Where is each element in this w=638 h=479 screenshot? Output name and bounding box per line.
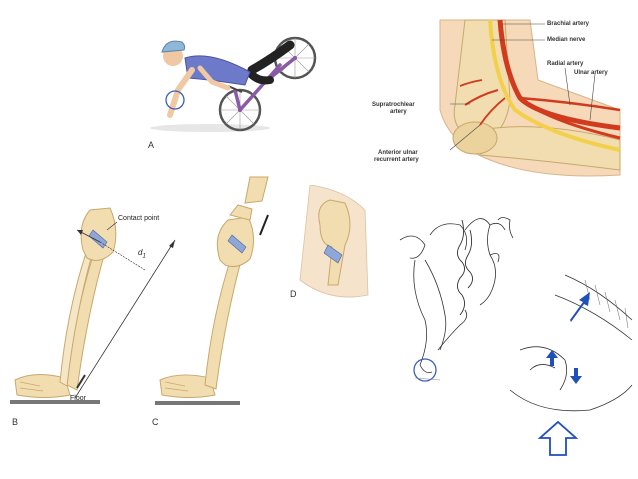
label-anterior-ulnar-1: Anterior ulnar	[378, 150, 418, 156]
distance-label: d1	[138, 248, 146, 260]
label-median-nerve: Median nerve	[547, 37, 586, 43]
distance-symbol: d	[138, 248, 143, 257]
label-anterior-ulnar-2: recurrent artery	[374, 157, 419, 163]
label-radial-artery: Radial artery	[547, 61, 584, 67]
floor-label: Floor	[70, 395, 86, 402]
elbow-artery-illustration	[439, 19, 621, 177]
contact-point-label: Contact point	[118, 215, 160, 222]
panel-c-fracture	[150, 175, 280, 420]
panel-b-letter: B	[12, 417, 19, 427]
label-brachial-artery: Brachial artery	[547, 21, 590, 27]
panel-d-elbow	[290, 185, 370, 305]
panel-fall-sketch	[370, 200, 634, 460]
panel-b-arm-force	[5, 190, 205, 420]
distance-subscript: 1	[142, 253, 146, 260]
label-supratrochlear-1: Supratrochlear	[372, 102, 415, 108]
arm-force-diagram	[10, 207, 176, 404]
panel-elbow-anatomy	[420, 10, 630, 180]
cyclist-illustration	[150, 36, 317, 132]
label-supratrochlear-2: artery	[390, 109, 407, 115]
panel-c-letter: C	[152, 417, 159, 427]
fall-impact-sketch	[370, 200, 634, 460]
panel-a-letter: A	[148, 140, 155, 150]
panel-a-cyclist	[140, 20, 340, 150]
panel-d-letter: D	[290, 289, 297, 299]
label-ulnar-artery: Ulnar artery	[574, 70, 608, 76]
fractured-arm-diagram	[155, 176, 269, 405]
elbow-closeup-diagram	[299, 185, 369, 298]
